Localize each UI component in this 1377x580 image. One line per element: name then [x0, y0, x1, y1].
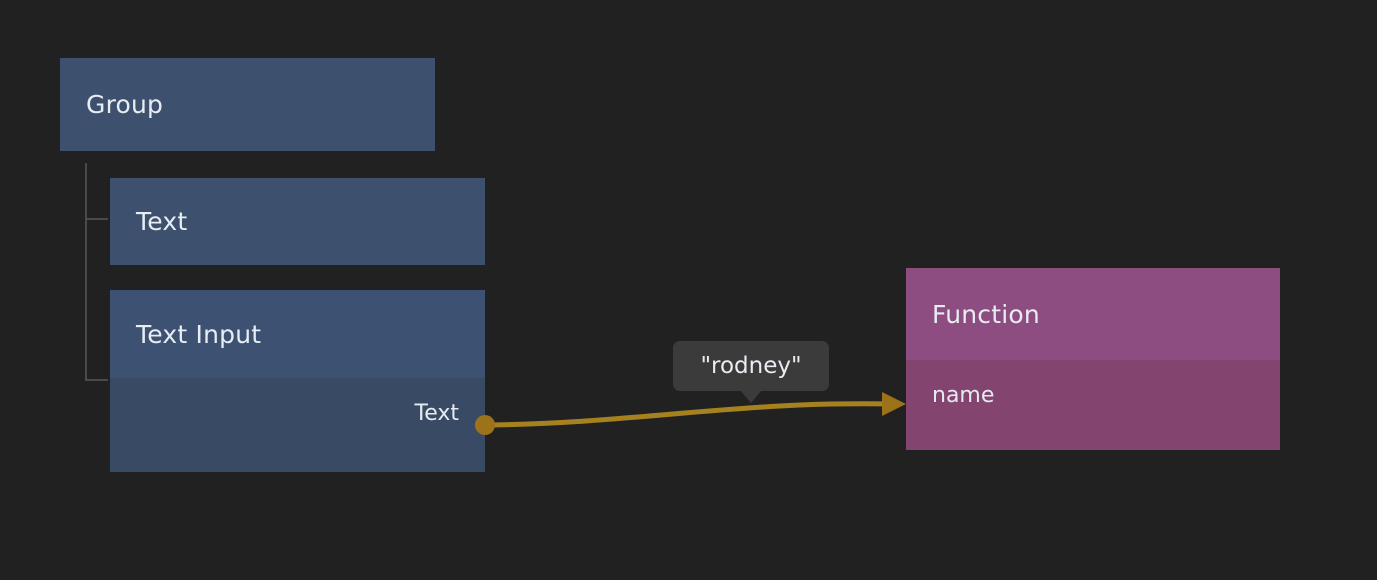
- node-function[interactable]: Function name: [906, 268, 1280, 450]
- tooltip-pointer-icon: [740, 390, 762, 403]
- node-text-input-output-port[interactable]: Text: [415, 401, 460, 426]
- output-port-label: Text: [414, 401, 460, 426]
- node-group-header[interactable]: Group: [60, 58, 435, 151]
- node-text-input-header[interactable]: Text Input: [110, 290, 485, 378]
- node-text[interactable]: Text: [110, 178, 485, 265]
- node-function-input-port[interactable]: name: [932, 383, 994, 408]
- tree-rail-stub-text-input: [85, 379, 108, 381]
- tree-rail-stub-text: [85, 218, 108, 220]
- edge-value-text: "rodney": [700, 353, 802, 379]
- node-text-input[interactable]: Text Input Text: [110, 290, 485, 472]
- node-text-title: Text: [136, 207, 188, 236]
- node-function-body: name: [906, 360, 1280, 450]
- node-function-title: Function: [932, 299, 1040, 329]
- edge-value-tooltip: "rodney": [673, 341, 829, 403]
- node-text-input-body: Text: [110, 378, 485, 472]
- node-function-header[interactable]: Function: [906, 268, 1280, 360]
- connection-arrowhead: [882, 392, 906, 416]
- input-port-label: name: [932, 383, 995, 408]
- node-group-title: Group: [86, 90, 164, 119]
- tree-rail-vertical: [85, 163, 87, 381]
- node-group[interactable]: Group: [60, 58, 435, 151]
- connection-wire[interactable]: [483, 401, 901, 428]
- node-text-header[interactable]: Text: [110, 178, 485, 265]
- node-text-input-title: Text Input: [136, 319, 262, 349]
